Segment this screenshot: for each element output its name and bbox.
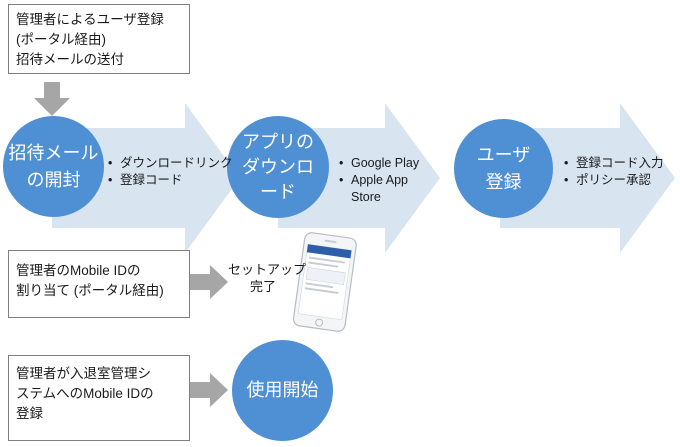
step-3-bullet-1: 登録コード入力: [564, 155, 664, 172]
step-1-bullet-1: ダウンロードリンク: [108, 155, 233, 172]
access-control-registration-box: 管理者が入退室管理シ ステムへのMobile IDの 登録: [8, 355, 190, 441]
setup-complete-line-2: 完了: [249, 279, 276, 294]
step-2-circle: アプリの ダウンロ ード: [227, 116, 329, 218]
setup-complete-text: セットアップ 完了: [228, 261, 307, 295]
step-2-label-line-3: ード: [260, 181, 296, 202]
down-arrow: [34, 82, 70, 116]
admin-registration-line-2: (ポータル経由): [16, 32, 106, 47]
step-1-bullet-2: 登録コード: [108, 172, 233, 189]
admin-registration-box: 管理者によるユーザ登録 (ポータル経由) 招待メールの送付: [8, 4, 190, 74]
step-2-bullets: Google Play Apple App Store: [339, 155, 427, 206]
step-2-label-line-1: アプリの: [242, 131, 314, 152]
access-control-line-2: ステムへのMobile IDの: [16, 386, 154, 401]
step-2-label-line-2: ダウンロ: [242, 156, 314, 177]
admin-registration-line-3: 招待メールの送付: [16, 52, 124, 67]
mobile-id-assignment-line-2: 割り当て (ポータル経由): [16, 283, 164, 298]
mobile-id-assignment-line-1: 管理者のMobile IDの: [16, 263, 141, 278]
step-2-bullet-1: Google Play: [339, 155, 427, 172]
step-3-bullet-2: ポリシー承認: [564, 172, 664, 189]
step-1-circle: 招待メール の開封: [3, 116, 104, 217]
right-arrow-setup: [190, 265, 228, 299]
start-use-circle: 使用開始: [232, 340, 333, 441]
start-use-label: 使用開始: [246, 380, 319, 400]
step-3-label-line-2: 登録: [485, 171, 522, 192]
step-1-label-line-2: の開封: [26, 169, 81, 190]
setup-complete-line-1: セットアップ: [228, 262, 307, 277]
mobile-id-assignment-box: 管理者のMobile IDの 割り当て (ポータル経由): [8, 250, 190, 318]
access-control-line-3: 登録: [16, 406, 43, 421]
step-3-label-line-1: ユーザ: [476, 144, 531, 165]
access-control-line-1: 管理者が入退室管理シ: [16, 366, 151, 381]
step-3-circle: ユーザ 登録: [454, 119, 553, 218]
step-3-bullets: 登録コード入力 ポリシー承認: [564, 155, 664, 189]
step-1-label-line-1: 招待メール: [8, 142, 99, 163]
right-arrow-start: [190, 373, 228, 407]
smartphone-icon: [292, 232, 357, 332]
step-1-bullets: ダウンロードリンク 登録コード: [108, 155, 233, 189]
step-2-bullet-2: Apple App Store: [339, 172, 427, 206]
admin-registration-line-1: 管理者によるユーザ登録: [16, 12, 164, 27]
